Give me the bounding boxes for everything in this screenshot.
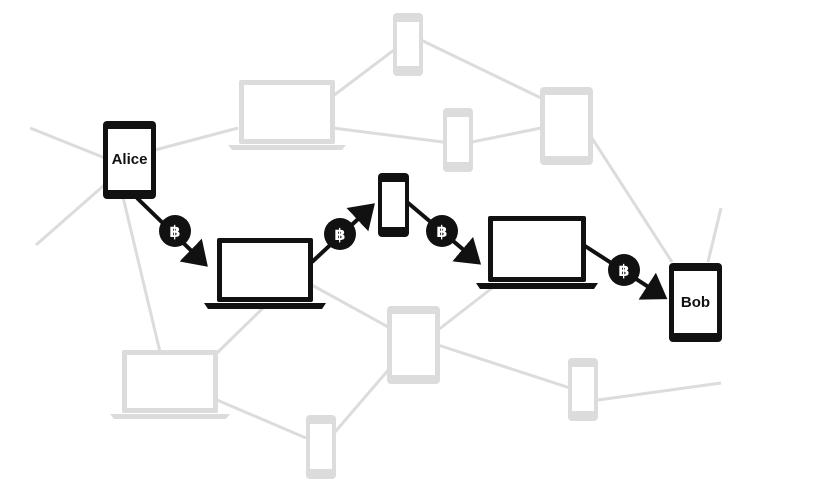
phone-icon	[443, 108, 473, 172]
sender-label: Alice	[112, 151, 148, 168]
phone-icon	[378, 173, 409, 237]
bitcoin-icon: ฿	[426, 215, 458, 247]
phone-icon	[306, 415, 336, 479]
network-devices	[110, 13, 598, 479]
network-edge	[588, 134, 674, 263]
bitcoin-icon: ฿	[608, 254, 640, 286]
network-edge	[215, 305, 266, 355]
tablet-icon	[387, 306, 440, 384]
network-edge	[154, 126, 239, 152]
phone-icon	[568, 358, 598, 421]
network-edge	[471, 126, 542, 144]
network-edge	[437, 343, 571, 390]
network-edge	[706, 207, 723, 263]
svg-text:฿: ฿	[436, 222, 447, 241]
laptop-icon	[204, 238, 326, 309]
network-edge	[332, 48, 395, 98]
phone-icon	[393, 13, 423, 76]
svg-text:฿: ฿	[169, 222, 180, 241]
receiver-tablet: Bob	[669, 263, 722, 342]
svg-text:฿: ฿	[334, 225, 345, 244]
laptop-icon	[110, 350, 230, 419]
svg-text:฿: ฿	[618, 261, 629, 280]
network-edge	[216, 398, 307, 440]
network-edge	[332, 126, 444, 144]
tablet-icon	[103, 121, 156, 199]
network-edge	[333, 367, 392, 433]
network-edge	[121, 196, 162, 353]
network-edge	[29, 126, 106, 160]
laptop-icon	[228, 80, 346, 150]
network-edge	[35, 178, 111, 247]
bitcoin-icon: ฿	[159, 215, 191, 247]
sender-tablet: Alice	[103, 121, 156, 199]
network-edges	[29, 38, 723, 440]
bitcoin-icon: ฿	[324, 218, 356, 250]
network-edge	[309, 282, 391, 330]
network-edge	[437, 283, 497, 332]
tablet-icon	[540, 87, 593, 165]
tablet-icon	[669, 263, 722, 342]
network-edge	[420, 38, 542, 100]
bitcoin-coins: ฿ ฿ ฿ ฿	[159, 215, 640, 286]
payment-devices: Alice Bob	[103, 121, 722, 342]
network-edge	[597, 381, 722, 402]
receiver-label: Bob	[681, 294, 710, 311]
laptop-icon	[476, 216, 598, 289]
